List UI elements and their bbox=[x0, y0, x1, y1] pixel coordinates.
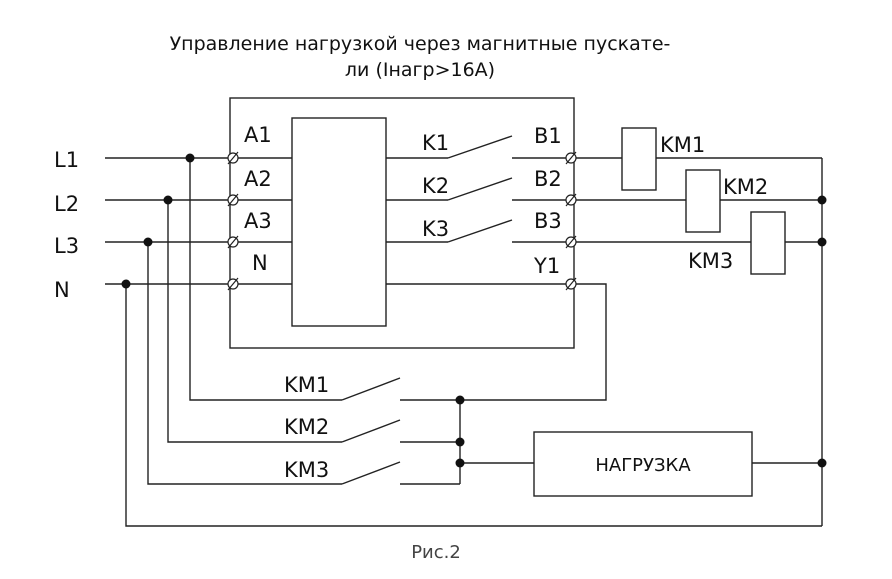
label-b2: B2 bbox=[534, 167, 562, 191]
wire-y1-loop bbox=[400, 283, 607, 401]
label-k3: K3 bbox=[422, 217, 449, 241]
label-coil-km2: KM2 bbox=[723, 175, 768, 199]
label-contact-km1: KM1 bbox=[284, 373, 329, 397]
feed-l3-km3 bbox=[147, 242, 342, 485]
wire-n-return bbox=[125, 284, 822, 527]
junction-km2-coil bbox=[817, 195, 827, 205]
relay-module bbox=[291, 117, 387, 327]
diagram-title-line2: ли (Iнагр>16А) bbox=[345, 59, 495, 81]
diagram-title-line1: Управление нагрузкой через магнитные пус… bbox=[170, 33, 671, 55]
label-contact-km3: KM3 bbox=[284, 458, 329, 482]
label-n: N bbox=[54, 278, 70, 302]
k1-blade bbox=[447, 135, 513, 159]
km3-blade bbox=[341, 461, 401, 485]
km1-blade bbox=[341, 377, 401, 401]
junction-load-neutral bbox=[817, 458, 827, 468]
label-y1: Y1 bbox=[533, 254, 560, 278]
coil-km1 bbox=[621, 127, 657, 191]
feed-l1-km1 bbox=[189, 158, 342, 401]
junction-l2 bbox=[163, 195, 173, 205]
coil-km3 bbox=[750, 211, 786, 275]
label-contact-km2: KM2 bbox=[284, 415, 329, 439]
junction-bus-mid bbox=[455, 437, 465, 447]
label-b1: B1 bbox=[534, 124, 562, 148]
label-a2: A2 bbox=[244, 167, 272, 191]
junction-km3-coil bbox=[817, 237, 827, 247]
label-k2: K2 bbox=[422, 174, 449, 198]
terminal-a1 bbox=[227, 151, 239, 165]
label-b3: B3 bbox=[534, 209, 562, 233]
load-label: НАГРУЗКА bbox=[595, 455, 691, 476]
label-l2: L2 bbox=[54, 192, 79, 216]
terminal-b2 bbox=[565, 193, 577, 207]
junction-bus-top bbox=[455, 395, 465, 405]
label-coil-km1: KM1 bbox=[660, 133, 705, 157]
label-k1: K1 bbox=[422, 131, 449, 155]
load-box bbox=[533, 431, 753, 497]
coil-km2 bbox=[685, 169, 721, 233]
label-a1: A1 bbox=[244, 123, 272, 147]
junction-n bbox=[121, 279, 131, 289]
label-l3: L3 bbox=[54, 234, 79, 258]
feed-l2-km2 bbox=[167, 200, 342, 443]
k2-blade bbox=[447, 177, 513, 201]
label-l1: L1 bbox=[54, 148, 79, 172]
terminal-y1 bbox=[565, 277, 577, 291]
terminal-a2 bbox=[227, 193, 239, 207]
junction-bus-load bbox=[455, 458, 465, 468]
figure-caption: Рис.2 bbox=[411, 542, 461, 563]
terminal-b1 bbox=[565, 151, 577, 165]
label-coil-km3: KM3 bbox=[688, 249, 733, 273]
terminal-a3 bbox=[227, 235, 239, 249]
label-relay-n: N bbox=[252, 251, 268, 275]
junction-l1 bbox=[185, 153, 195, 163]
label-a3: A3 bbox=[244, 209, 272, 233]
km2-blade bbox=[341, 419, 401, 443]
junction-l3 bbox=[143, 237, 153, 247]
terminal-n bbox=[227, 277, 239, 291]
relay-enclosure bbox=[229, 97, 575, 349]
terminal-b3 bbox=[565, 235, 577, 249]
k3-blade bbox=[447, 219, 513, 243]
